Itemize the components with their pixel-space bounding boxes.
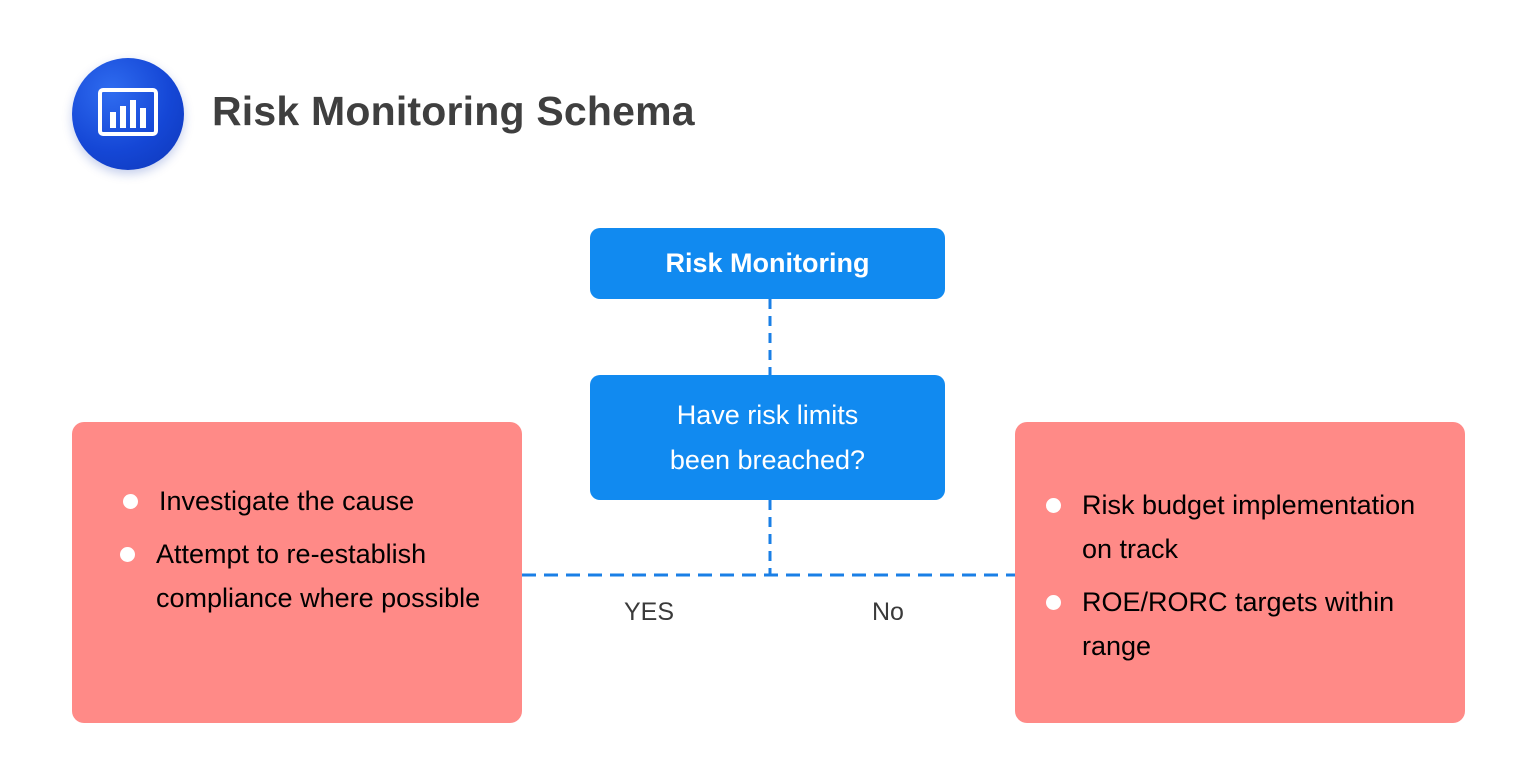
- yes-branch-label: YES: [624, 598, 675, 626]
- breach-question-label: Have risk limits been breached?: [669, 399, 866, 475]
- bar-chart-icon: [98, 88, 158, 136]
- bullet-icon: [120, 547, 135, 562]
- bullet-icon: [1046, 595, 1061, 610]
- no-item-1: Risk budget implementation on track: [1046, 483, 1447, 571]
- yes-item-1: Investigate the cause: [123, 479, 414, 523]
- logo-badge: [72, 58, 184, 170]
- risk-monitoring-label: Risk Monitoring: [665, 248, 870, 278]
- breach-question-node: Have risk limits been breached?: [590, 375, 945, 500]
- yes-item-2: Attempt to re-establish compliance where…: [120, 532, 496, 620]
- page-title: Risk Monitoring Schema: [212, 88, 695, 134]
- no-item-2: ROE/RORC targets within range: [1046, 580, 1452, 668]
- yes-outcome-panel: [72, 422, 522, 723]
- no-branch-label: No: [872, 598, 904, 626]
- risk-monitoring-node: Risk Monitoring: [590, 228, 945, 299]
- bullet-icon: [123, 494, 138, 509]
- no-outcome-panel: [1015, 422, 1465, 723]
- bullet-icon: [1046, 498, 1061, 513]
